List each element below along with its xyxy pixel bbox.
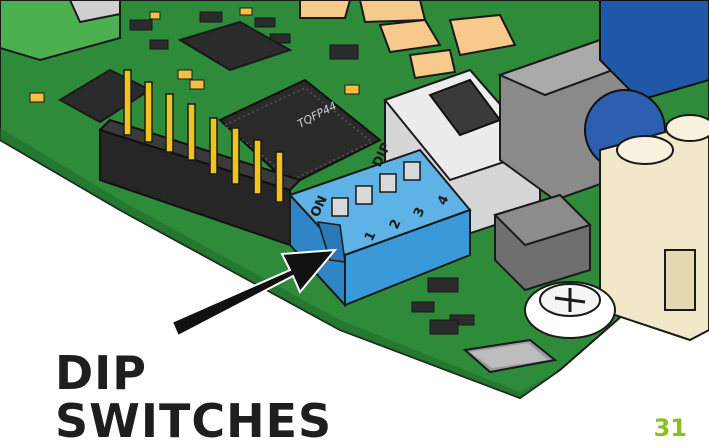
dip-switch: ON DIP 1 2 3 4 <box>288 141 472 308</box>
solder-pads <box>299 0 517 80</box>
caption-line-2: SWITCHES <box>55 394 333 448</box>
dip-toggles <box>331 161 421 217</box>
edge-connector <box>0 0 121 62</box>
caption-line-1: DIP <box>55 346 148 400</box>
screw <box>524 281 616 339</box>
page-number: 31 <box>653 414 687 442</box>
crystal <box>462 338 558 374</box>
pin-header <box>98 69 302 247</box>
sq-component <box>493 193 592 292</box>
smd-capacitors <box>29 7 360 103</box>
tqfp-chip: TQFP44 <box>218 78 382 187</box>
terminal-block <box>599 114 709 342</box>
pointer-arrow <box>170 248 338 338</box>
